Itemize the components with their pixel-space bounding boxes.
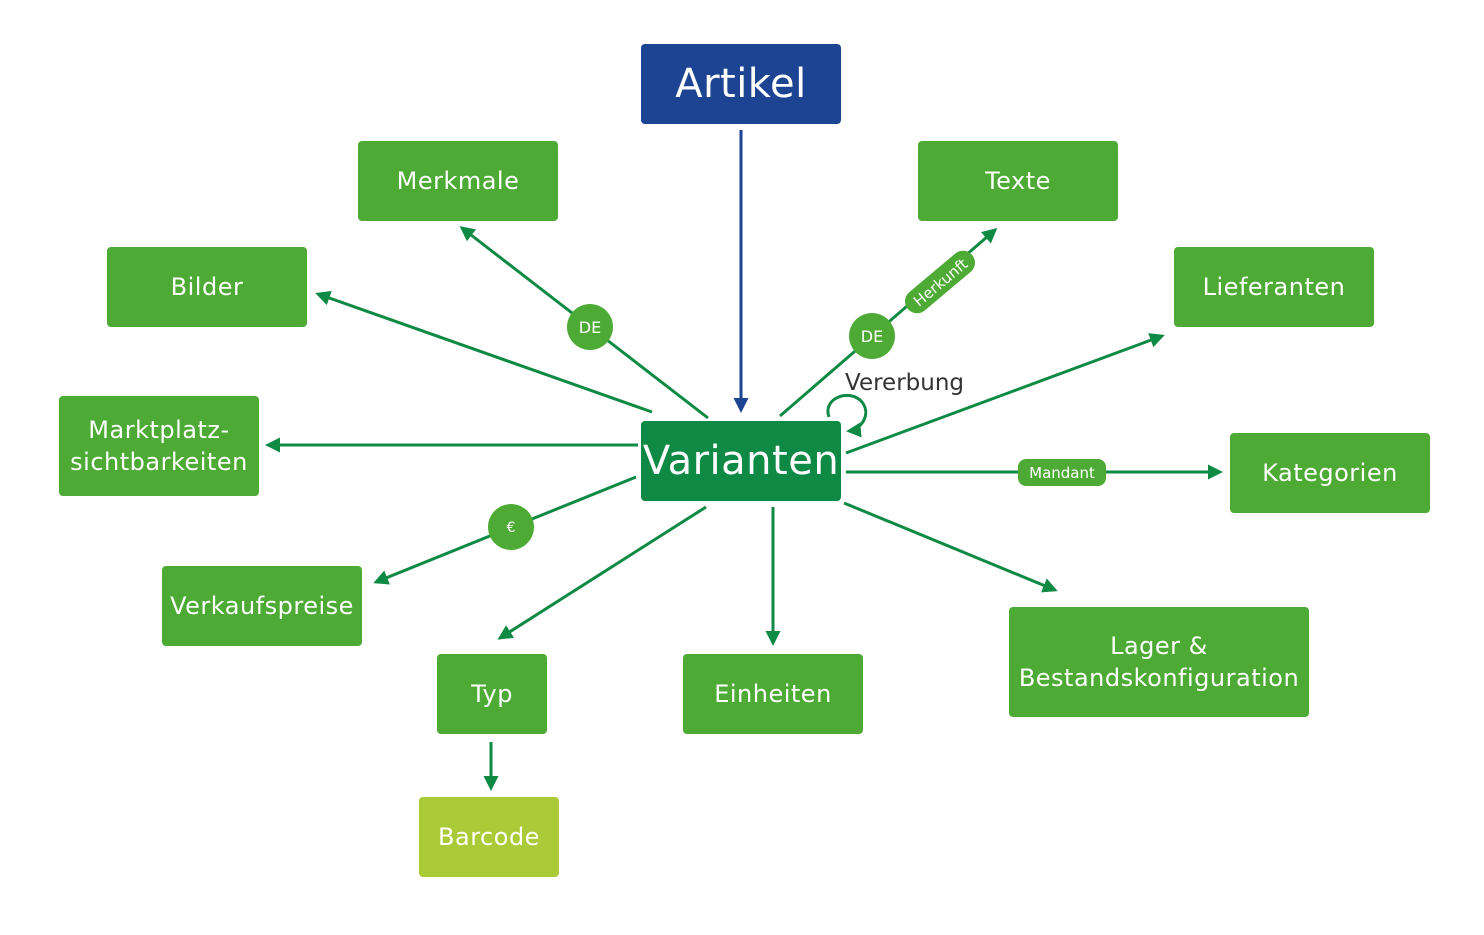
node-typ: Typ — [437, 654, 547, 734]
node-artikel-label: Artikel — [675, 61, 807, 107]
node-varianten: Varianten — [641, 421, 841, 501]
node-barcode: Barcode — [419, 797, 559, 877]
node-kategorien: Kategorien — [1230, 433, 1430, 513]
node-einheiten: Einheiten — [683, 654, 863, 734]
node-einheiten-label: Einheiten — [714, 679, 832, 708]
node-lieferanten-label: Lieferanten — [1202, 272, 1346, 301]
badge-mandant: Mandant — [1018, 459, 1106, 486]
edge-varianten-typ — [497, 505, 707, 640]
badge-herkunft: Herkunft — [905, 250, 975, 314]
node-kategorien-label: Kategorien — [1262, 458, 1398, 487]
node-texte-label: Texte — [985, 166, 1051, 195]
badge-merkmale-de-label: DE — [579, 318, 601, 337]
node-barcode-label: Barcode — [438, 822, 540, 851]
badge-texte-de-label: DE — [861, 327, 883, 346]
badge-euro-label: € — [507, 520, 516, 536]
node-artikel: Artikel — [641, 44, 841, 124]
edge-varianten-lager — [843, 501, 1058, 593]
node-verkaufspreise: Verkaufspreise — [162, 566, 362, 646]
node-lager: Lager & Bestandskonfiguration — [1009, 607, 1309, 717]
node-typ-label: Typ — [471, 679, 513, 708]
node-bilder-label: Bilder — [170, 272, 244, 301]
node-verkaufspreise-label: Verkaufspreise — [170, 591, 354, 620]
badge-herkunft-label: Herkunft — [910, 255, 971, 311]
node-merkmale: Merkmale — [358, 141, 558, 221]
node-bilder: Bilder — [107, 247, 307, 327]
node-varianten-label: Varianten — [642, 438, 840, 484]
self-loop-arrow — [826, 393, 868, 438]
node-lieferanten: Lieferanten — [1174, 247, 1374, 327]
node-texte: Texte — [918, 141, 1118, 221]
node-merkmale-label: Merkmale — [396, 166, 520, 195]
badge-euro: € — [488, 504, 534, 550]
edge-varianten-bilder — [315, 290, 653, 414]
node-lager-label: Lager & Bestandskonfiguration — [1018, 631, 1300, 692]
badge-texte-de: DE — [849, 313, 895, 359]
badge-mandant-label: Mandant — [1029, 464, 1095, 482]
node-marktplatz: Marktplatz- sichtbarkeiten — [59, 396, 259, 496]
edge-varianten-lieferanten — [845, 333, 1165, 455]
badge-merkmale-de: DE — [567, 304, 613, 350]
self-loop-label: Vererbung — [845, 370, 965, 396]
node-marktplatz-label: Marktplatz- sichtbarkeiten — [70, 415, 248, 476]
